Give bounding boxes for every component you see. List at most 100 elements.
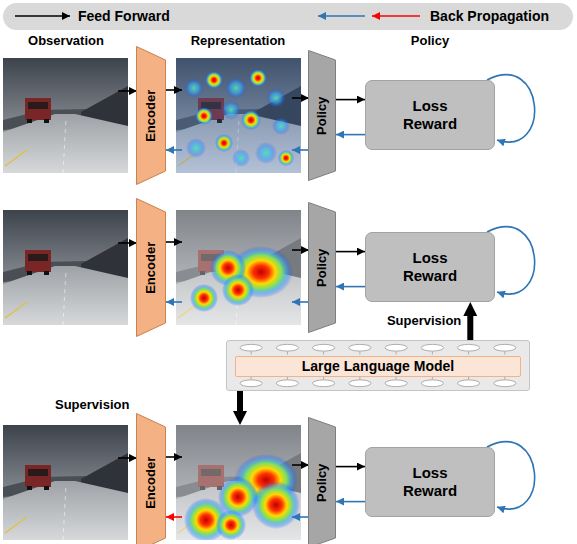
observation-image-part — [3, 425, 128, 540]
neuron-symbol — [349, 344, 371, 351]
policy-block: Policy — [308, 50, 336, 181]
flow-arrow-part — [118, 90, 137, 92]
representation-heatmap-part — [176, 210, 301, 325]
representation-heatmap-part-part — [205, 71, 223, 89]
neuron-symbol — [385, 380, 407, 387]
node-text: Encoder — [143, 89, 159, 141]
loss-reward-box: Loss Reward — [365, 447, 495, 517]
flow-arrow-part — [118, 457, 137, 459]
flow-arrow-part — [292, 149, 309, 151]
trapezoid-outline — [137, 199, 166, 337]
node-text: Loss Reward — [403, 249, 457, 285]
neuron-symbol — [421, 344, 443, 351]
encoder-block: Encoder — [136, 198, 166, 337]
representation-heatmap-part-part — [241, 110, 261, 130]
trapezoid-outline — [309, 203, 336, 333]
flow-arrow-part — [292, 301, 309, 303]
representation-heatmap-part-part — [216, 510, 246, 540]
legend-text: Back Propagation — [430, 8, 549, 25]
legend-sample-part — [15, 15, 70, 17]
node-text: Policy — [314, 463, 330, 501]
node-text: Encoder — [143, 456, 159, 508]
representation-heatmap-part-part — [272, 117, 290, 135]
neuron-symbol — [240, 344, 262, 351]
observation-image-part-part — [3, 210, 128, 325]
neuron-link — [396, 352, 397, 355]
representation-heatmap-part-part — [195, 107, 213, 125]
representation-heatmap-part — [176, 425, 301, 542]
representation-heatmap-part-part — [176, 210, 301, 325]
trapezoid-outline — [309, 51, 336, 181]
flow-arrow-part — [292, 464, 309, 466]
flow-arrow — [336, 501, 365, 503]
flow-arrow-part — [166, 301, 182, 303]
node-text: Loss Reward — [403, 97, 457, 133]
flow-arrow-part — [292, 516, 309, 518]
representation-heatmap-part-part — [190, 284, 218, 312]
encoder-block: Encoder — [136, 46, 166, 185]
flow-arrow — [336, 286, 365, 288]
legend-text: Feed Forward — [78, 8, 170, 25]
loss-reward-box: Loss Reward — [365, 80, 495, 150]
neuron-symbol — [313, 344, 335, 351]
representation-heatmap-part-part — [278, 150, 294, 166]
flow-arrow-part — [166, 89, 182, 91]
representation-heatmap-part-part — [255, 142, 277, 164]
neuron-link — [468, 352, 469, 355]
flow-arrow-part — [292, 249, 309, 251]
representation-heatmap-part-part — [232, 149, 250, 167]
loss-reward-box: Loss Reward — [365, 232, 495, 302]
representation-heatmap-part-part — [222, 274, 254, 306]
neuron-link — [251, 352, 252, 355]
representation-heatmap-part-part — [184, 78, 204, 98]
representation-heatmap-part-part — [266, 88, 286, 108]
neuron-symbol — [458, 380, 480, 387]
supervision-arrow — [467, 316, 473, 340]
trapezoid-outline — [309, 418, 336, 544]
supervision-label: Supervision — [55, 397, 129, 413]
neuron-link — [432, 352, 433, 355]
legend-sample — [15, 16, 420, 17]
neuron-link — [359, 352, 360, 355]
representation-heatmap-part-part — [176, 58, 301, 173]
representation-heatmap-part-part — [225, 77, 247, 99]
neuron-link — [323, 352, 324, 355]
trapezoid-outline — [137, 47, 166, 185]
representation-heatmap-part — [176, 58, 301, 173]
flow-arrow-part — [166, 516, 182, 518]
flow-arrow-part — [166, 241, 182, 243]
neuron-symbol — [458, 344, 480, 351]
observation-image — [3, 58, 128, 540]
observation-image-part-part — [3, 425, 128, 540]
flow-arrow — [336, 251, 365, 253]
neuron-symbol — [276, 344, 298, 351]
representation-heatmap-part-part — [249, 69, 267, 87]
column-heading: Representation — [191, 33, 286, 49]
node-text: Encoder — [143, 241, 159, 293]
trapezoid-outline — [137, 414, 166, 544]
observation-image-part — [3, 210, 128, 325]
flow-arrow — [336, 134, 365, 136]
observation-image-part — [3, 58, 128, 173]
representation-heatmap — [176, 58, 301, 542]
representation-heatmap-part-part — [186, 138, 206, 158]
representation-heatmap-part-part — [176, 58, 301, 173]
neuron-symbol — [494, 380, 516, 387]
flow-arrow-part — [166, 149, 182, 151]
supervision-arrow — [237, 391, 243, 411]
representation-heatmap-part-part — [221, 100, 241, 120]
observation-image-part-part — [3, 58, 128, 173]
neuron-link — [287, 352, 288, 355]
legend-sample-part — [318, 15, 365, 17]
legend-bar — [3, 3, 573, 30]
neuron-symbol — [313, 380, 335, 387]
encoder-block: Encoder — [136, 413, 166, 544]
column-heading: Policy — [411, 33, 449, 49]
legend-sample-part — [372, 15, 420, 17]
edge-label: Supervision — [387, 313, 461, 329]
neuron-symbol — [421, 380, 443, 387]
representation-heatmap-part-part — [215, 134, 233, 152]
neuron-symbol — [240, 380, 262, 387]
language-model-box: Large Language Model — [226, 340, 530, 391]
